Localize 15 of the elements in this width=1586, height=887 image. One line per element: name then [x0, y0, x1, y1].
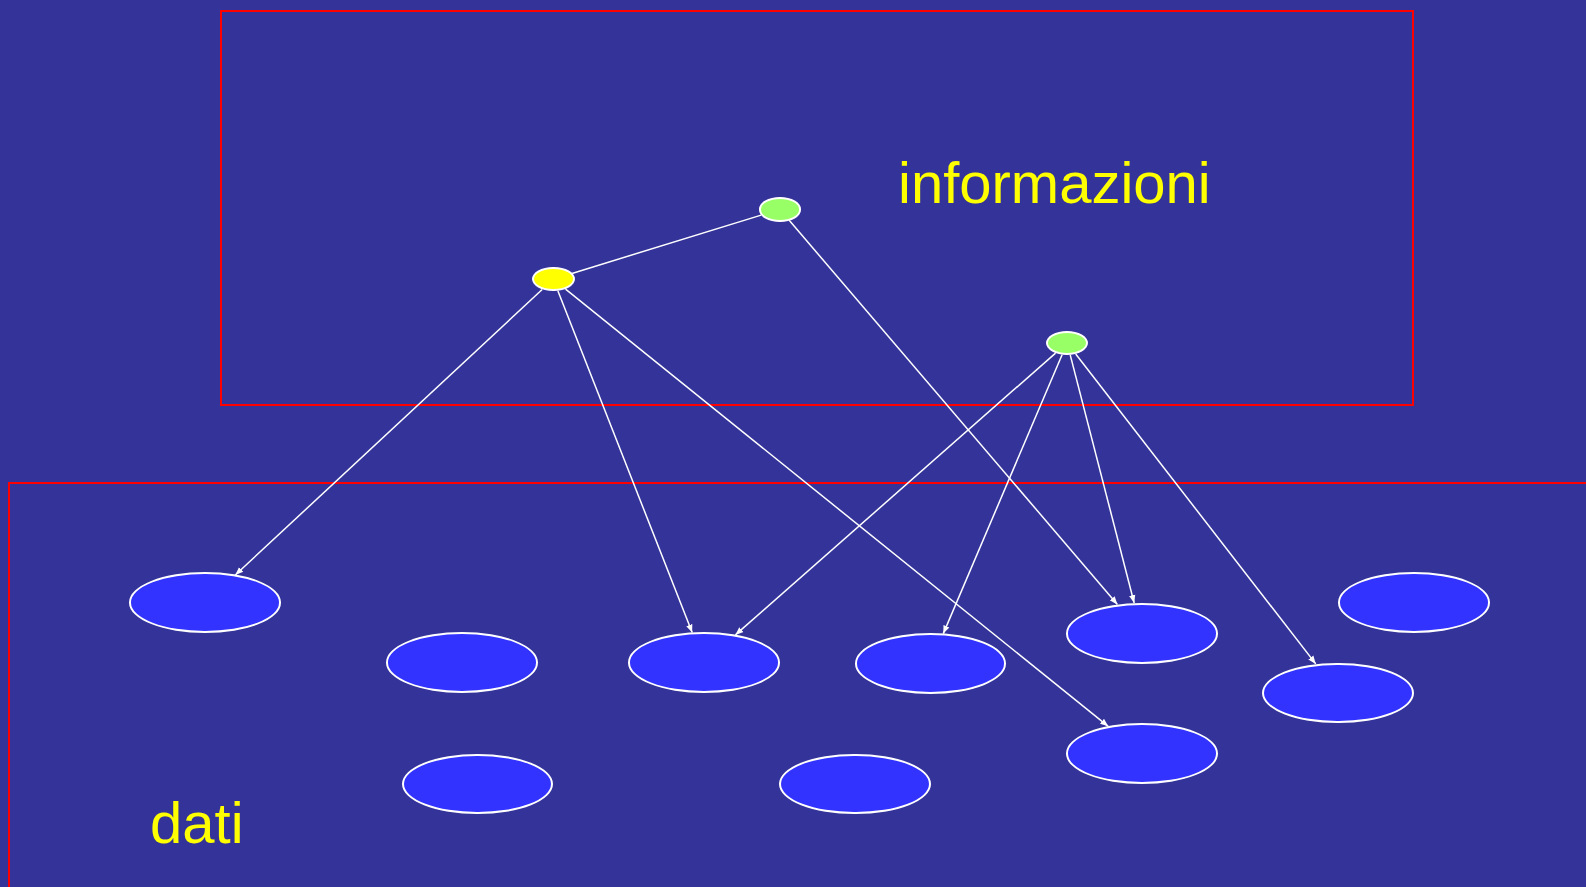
- region-frame: [220, 10, 1414, 406]
- arrow: [557, 290, 693, 634]
- small-node-ellipse: [758, 197, 802, 222]
- region-frame: [8, 482, 1586, 887]
- arrow: [788, 219, 1119, 606]
- arrow: [234, 288, 543, 576]
- arrow: [1074, 353, 1317, 665]
- arrow: [734, 352, 1057, 636]
- region-title: informazioni: [898, 154, 1211, 212]
- region-title: dati: [150, 794, 244, 852]
- arrow: [942, 353, 1063, 635]
- arrow: [564, 288, 1109, 728]
- small-node-ellipse: [532, 267, 575, 292]
- connector-line: [571, 214, 762, 275]
- arrow: [1069, 354, 1136, 604]
